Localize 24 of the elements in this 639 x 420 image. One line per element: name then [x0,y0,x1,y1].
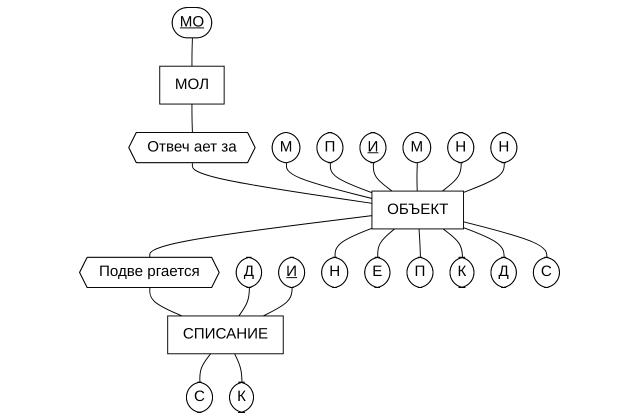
connector [330,162,372,194]
connector [463,227,505,258]
connector [416,162,418,192]
connector [149,215,372,258]
node-box: СПИСАНИЕ [167,315,284,354]
connector [418,228,421,258]
connector [192,162,372,204]
connector [238,288,250,316]
connector [149,288,182,316]
connector [442,228,463,258]
connector [334,228,372,258]
connector [442,162,462,192]
connector [463,221,548,258]
connector [372,162,393,192]
node-box: МОЛ [159,66,225,105]
connector [286,162,372,199]
connector [377,228,396,258]
connector [191,38,193,67]
node-box: ОБЪЕКТ [371,190,464,230]
connector [463,162,505,193]
connector [199,353,212,384]
connector [234,353,242,384]
connector [191,104,193,134]
connector [262,288,293,316]
